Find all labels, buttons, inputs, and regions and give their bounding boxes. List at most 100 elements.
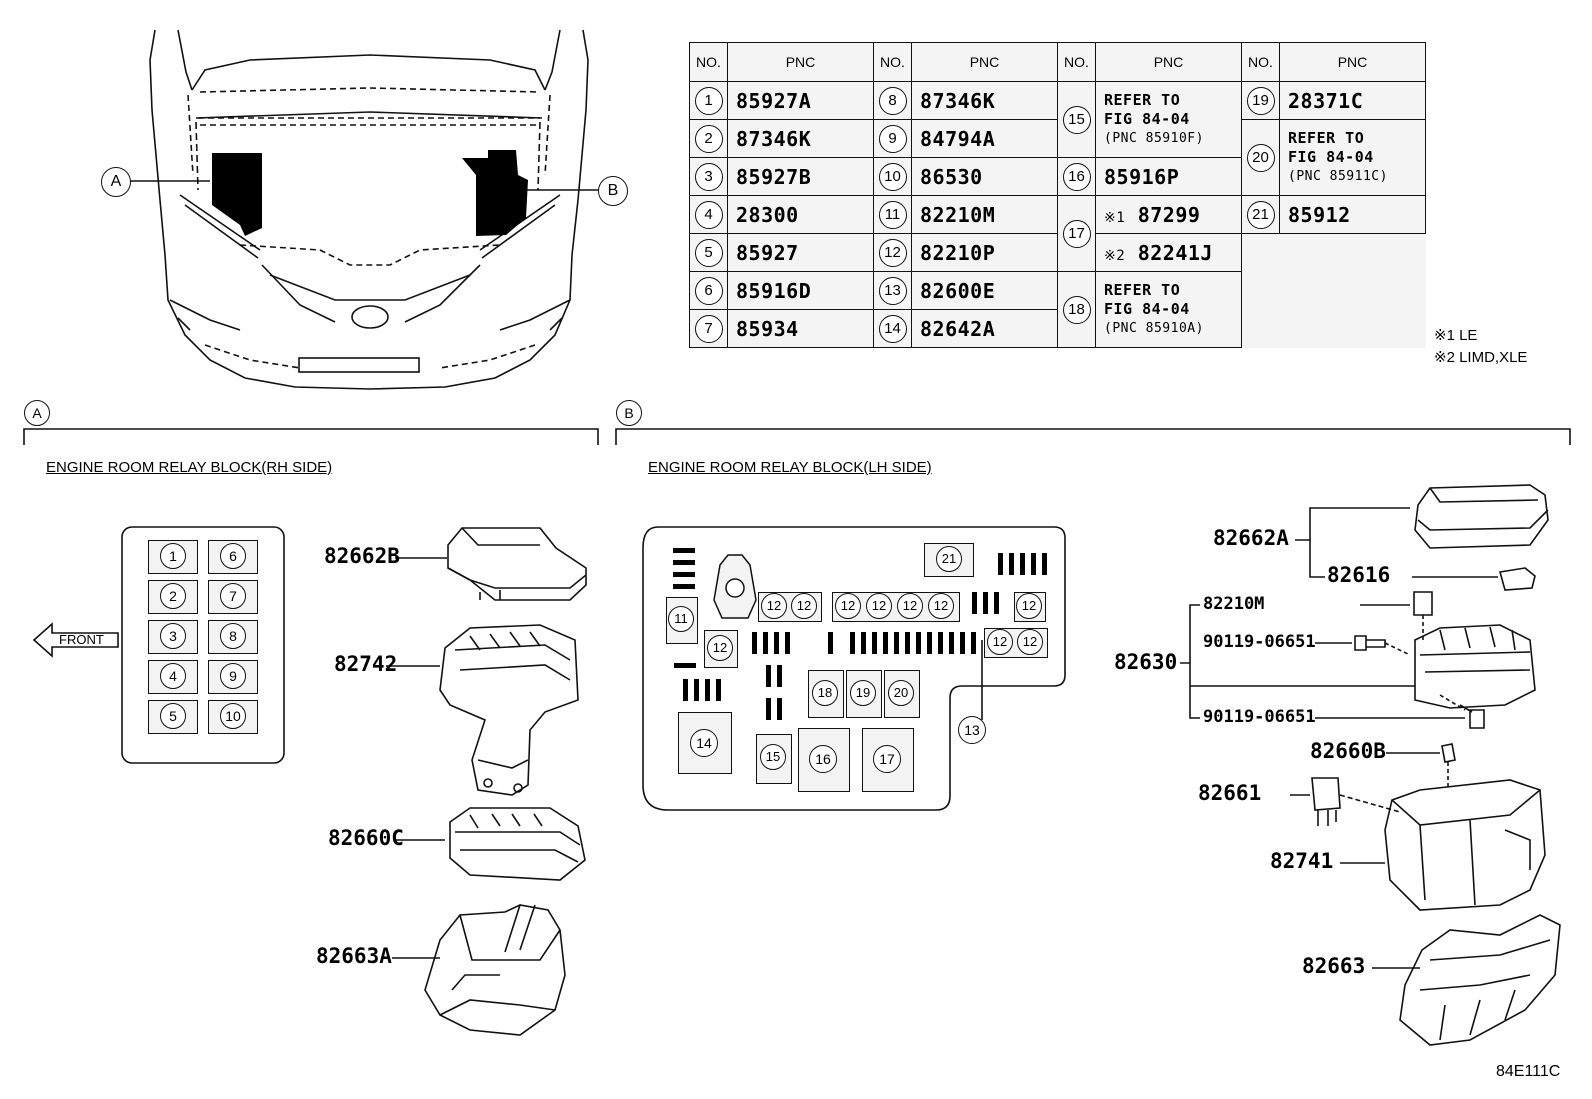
- rh-relay-block-outline: [121, 526, 285, 764]
- rh-slot: 3: [148, 620, 198, 654]
- rh-slot: 8: [208, 620, 258, 654]
- row-pnc: 87346K: [727, 119, 874, 158]
- lh-block-terminal-hole: [725, 578, 745, 598]
- part-label-82210m: 82210M: [1203, 594, 1265, 614]
- row-pnc: 82210M: [911, 195, 1058, 234]
- lh-number: 12: [866, 593, 892, 619]
- row-no: 13: [878, 276, 907, 305]
- lh-number: 16: [809, 745, 837, 773]
- lh-item-11: 11: [666, 597, 698, 644]
- figure-code: 84E111C: [1496, 1063, 1561, 1080]
- row-pnc: 85916P: [1095, 157, 1242, 196]
- marker-a-section: A: [24, 400, 50, 426]
- row-no: 11: [878, 200, 907, 229]
- lh-item-17: 17: [862, 728, 914, 792]
- row-no: 16: [1062, 162, 1091, 191]
- row-no: 10: [878, 162, 907, 191]
- leader-82630: [1180, 604, 1415, 719]
- rh-slot-number: 8: [220, 623, 246, 649]
- part-label-82660b: 82660B: [1310, 739, 1386, 763]
- variant-pnc: 82241J: [1137, 240, 1213, 265]
- variant-pnc: 87299: [1137, 202, 1201, 227]
- row-no: 15: [1062, 105, 1091, 134]
- part-label-82663a: 82663A: [316, 944, 392, 968]
- part-82660c-block: [449, 807, 586, 881]
- rh-slot-number: 2: [160, 583, 186, 609]
- header-no: NO.: [1057, 42, 1096, 82]
- variant-mark: ※1: [1104, 209, 1126, 226]
- row-no: 14: [878, 314, 907, 343]
- variant-mark: ※2: [1104, 247, 1126, 264]
- row-no: 2: [694, 124, 723, 153]
- refer-line1: REFER TO: [1104, 281, 1181, 299]
- lh-item-12-row: 12 12 12 12: [832, 592, 960, 622]
- section-b-bracket: [615, 428, 1571, 445]
- row-pnc: 85934: [727, 309, 874, 348]
- lh-item-18: 18: [808, 670, 844, 718]
- marker-b-car: B: [598, 176, 628, 206]
- row-no: 21: [1246, 200, 1275, 229]
- part-82210m-relay: [1413, 591, 1433, 640]
- table-header-row: NO. PNC NO. PNC NO. PNC NO. PNC: [689, 42, 1426, 82]
- refer-line3: (PNC 85911C): [1288, 169, 1388, 184]
- row-no: 8: [878, 86, 907, 115]
- lh-item-12: 12: [704, 630, 738, 668]
- table-row: 5 85927 12 82210P ※2 82241J: [689, 233, 1426, 272]
- note-le: ※1 LE: [1434, 327, 1478, 344]
- refer-line3: (PNC 85910F): [1104, 131, 1204, 146]
- note-limd-xle: ※2 LIMD,XLE: [1434, 349, 1528, 366]
- part-90119-bolt-a: [1354, 635, 1411, 656]
- header-pnc: PNC: [1279, 42, 1426, 82]
- lh-number: 21: [936, 546, 962, 572]
- lh-number: 14: [690, 729, 718, 757]
- lh-number: 12: [987, 629, 1013, 655]
- part-82742-relay: [439, 624, 579, 796]
- row-pnc-variant-b: ※2 82241J: [1095, 233, 1242, 272]
- row-no: 4: [694, 200, 723, 229]
- rh-slot-number: 3: [160, 623, 186, 649]
- marker-b-section: B: [616, 400, 642, 426]
- row-no: 19: [1246, 86, 1275, 115]
- lh-item-12-pair: 12 12: [758, 592, 822, 622]
- part-82741-box: [1384, 779, 1546, 911]
- lh-item-12-right: 12: [1014, 592, 1046, 622]
- pnc-table: NO. PNC NO. PNC NO. PNC NO. PNC 1 85927A…: [689, 42, 1426, 348]
- rh-slot: 2: [148, 580, 198, 614]
- lh-number: 18: [812, 680, 838, 706]
- refer-line2: FIG 84-04: [1288, 148, 1374, 166]
- rh-slot-number: 6: [220, 543, 246, 569]
- row-no: 17: [1062, 219, 1091, 248]
- row-pnc: 82642A: [911, 309, 1058, 348]
- row-pnc: 85927: [727, 233, 874, 272]
- rh-slot-number: 10: [220, 703, 246, 729]
- part-label-90119-06651-a: 90119-06651: [1203, 632, 1316, 652]
- row-no: 7: [694, 314, 723, 343]
- lh-item-14: 14: [678, 712, 732, 774]
- part-82662b-cover: [447, 527, 587, 601]
- row-pnc: 28371C: [1279, 81, 1426, 120]
- part-82630-block: [1414, 624, 1536, 709]
- row-no: 18: [1062, 295, 1091, 324]
- lh-number: 19: [850, 680, 876, 706]
- lh-item-15: 15: [756, 734, 792, 784]
- part-90119-bolt-b: [1439, 694, 1485, 729]
- marker-a-car: A: [101, 167, 131, 197]
- part-label-82616: 82616: [1327, 563, 1391, 587]
- rh-slot: 4: [148, 660, 198, 694]
- part-82663-tray: [1399, 914, 1561, 1046]
- lh-number: 12: [1016, 593, 1042, 619]
- row-pnc: 87346K: [911, 81, 1058, 120]
- rh-slot: 1: [148, 540, 198, 574]
- lh-number: 12: [928, 593, 954, 619]
- lh-number: 12: [897, 593, 923, 619]
- part-82660b-clip: [1441, 743, 1456, 790]
- refer-line2: FIG 84-04: [1104, 110, 1190, 128]
- row-no: 3: [694, 162, 723, 191]
- lh-number: 17: [873, 745, 901, 773]
- car-front-view: [149, 29, 589, 390]
- leader-82662a-2: [1309, 540, 1325, 578]
- header-no: NO.: [689, 42, 728, 82]
